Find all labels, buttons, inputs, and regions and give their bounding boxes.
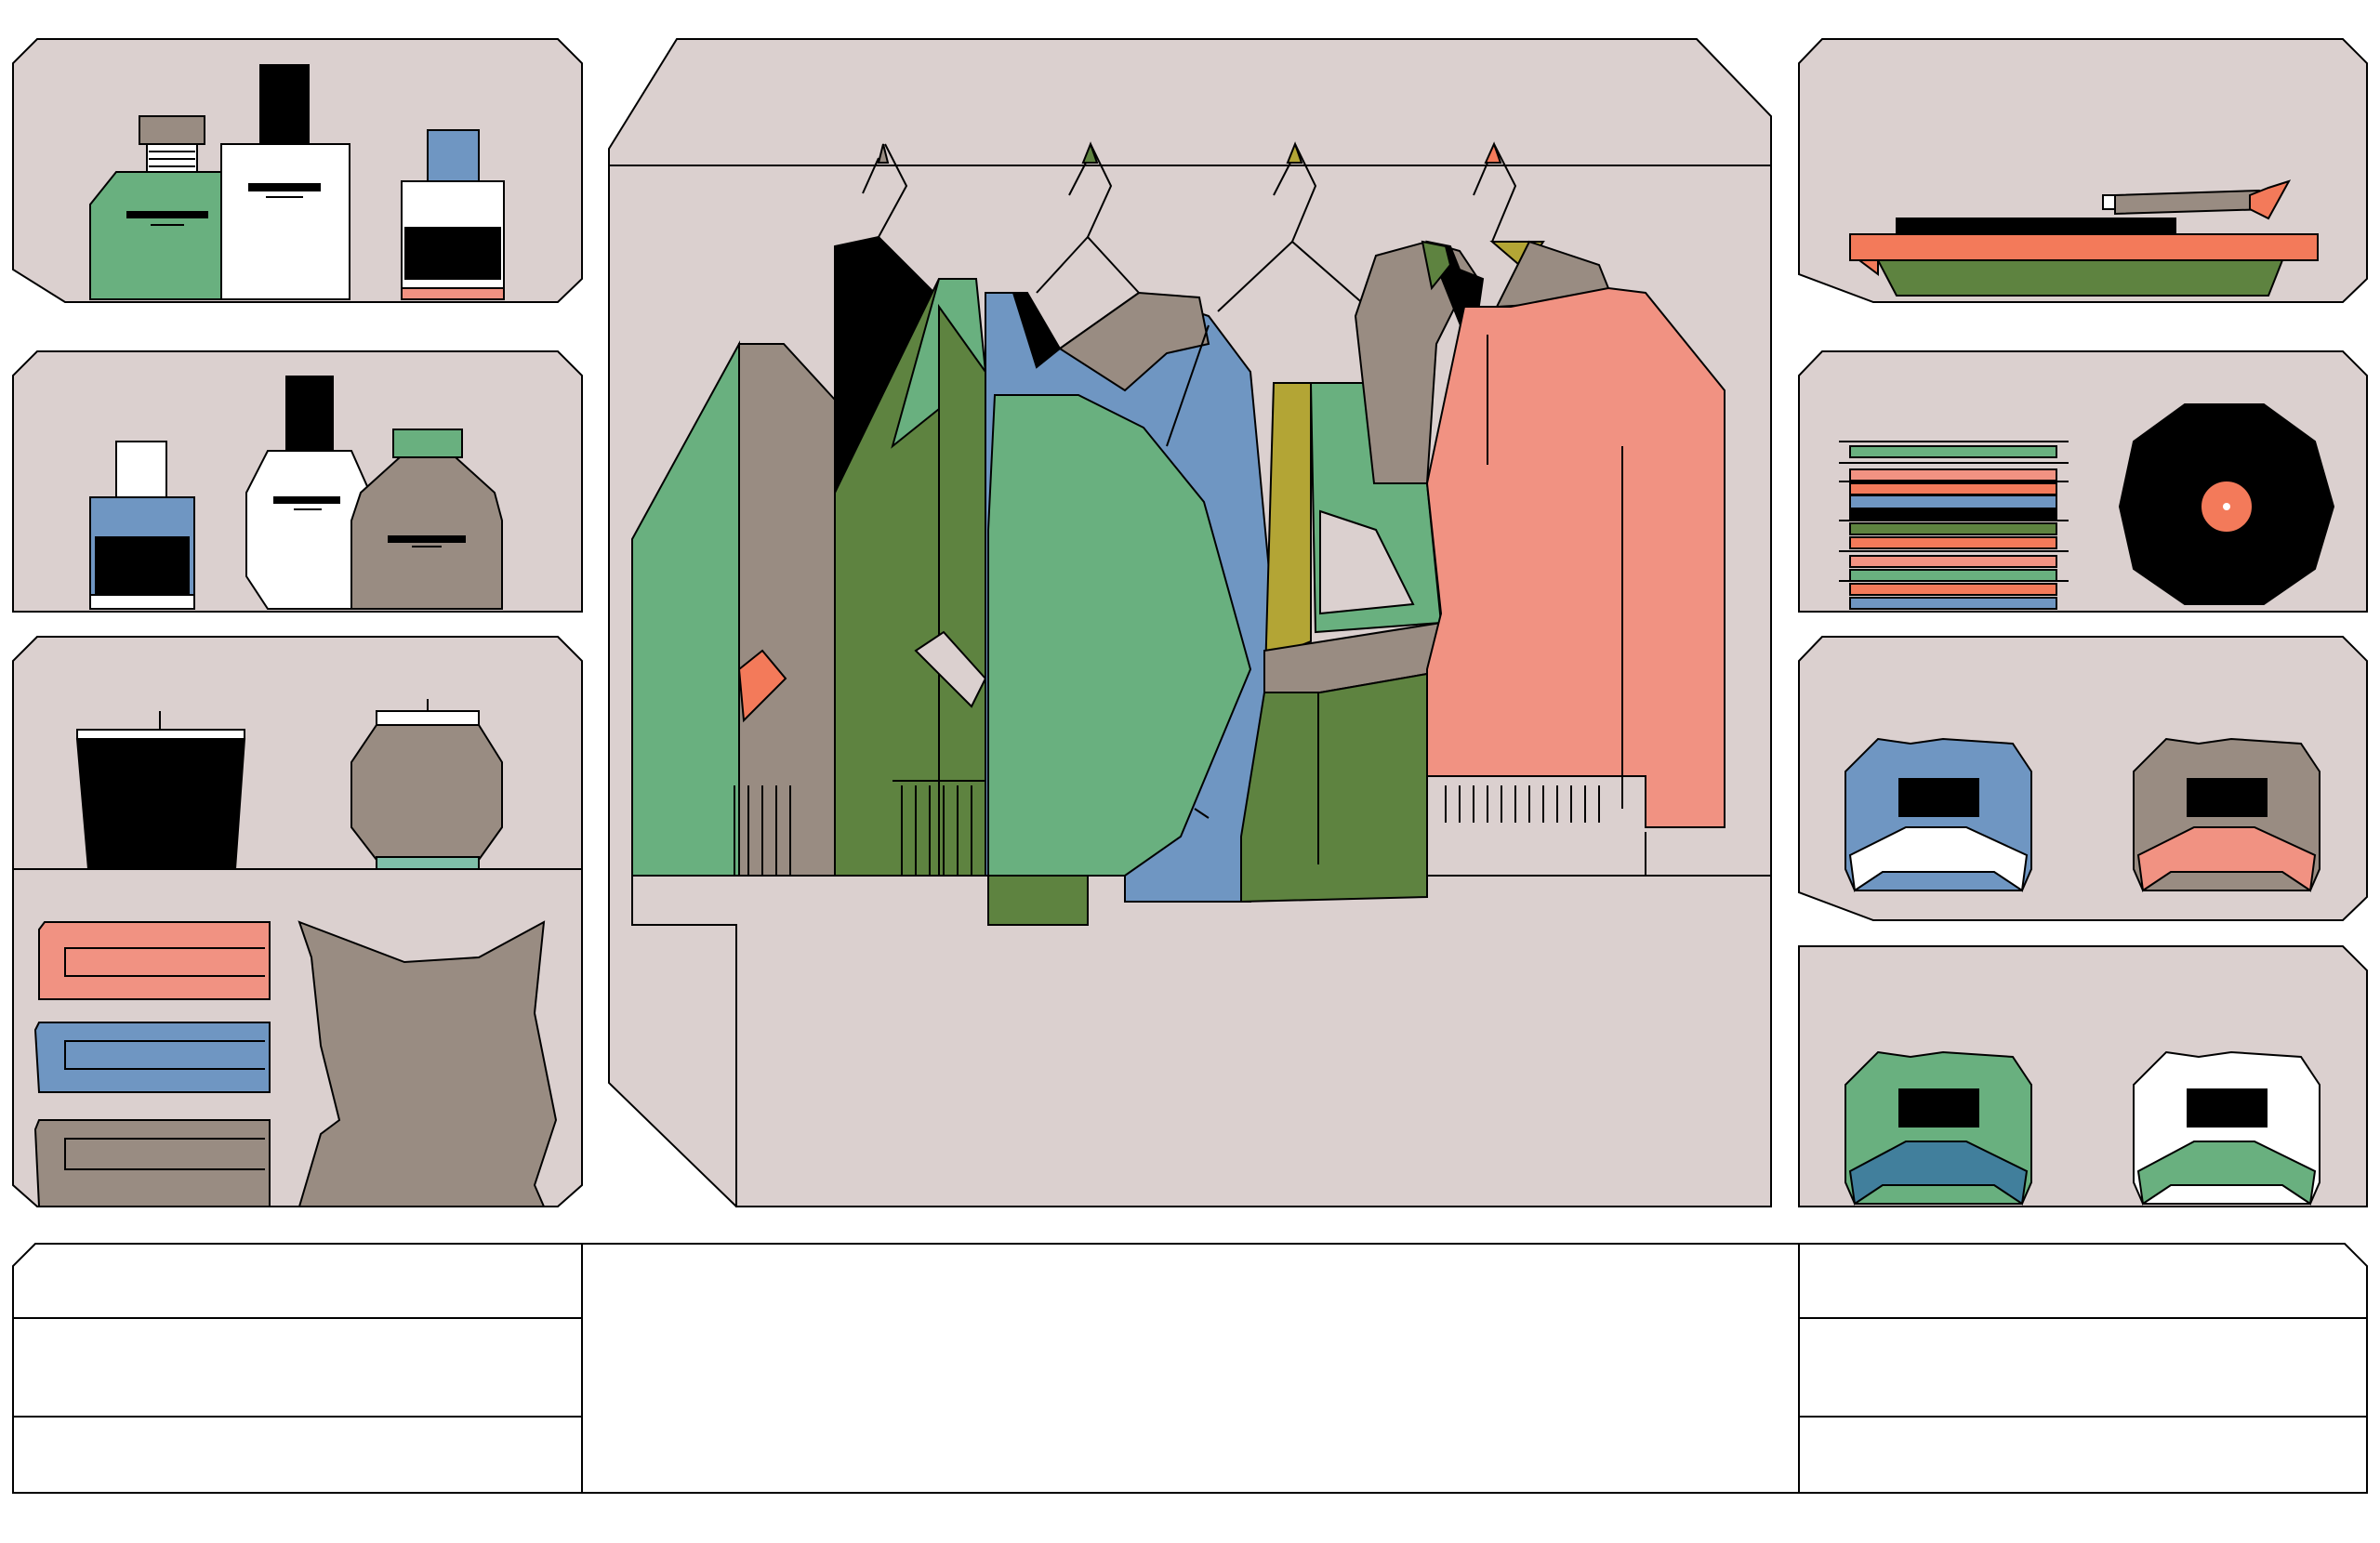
bottom-right-row-1[interactable] — [1801, 1246, 2365, 1318]
bottom-left-row-1[interactable] — [15, 1246, 580, 1318]
record-stack-icon[interactable] — [1839, 441, 2069, 610]
hanger-icon[interactable] — [1217, 141, 1368, 312]
white-perfume-bottle-icon[interactable] — [220, 64, 350, 300]
folded-towels-icon[interactable] — [33, 921, 271, 1207]
blue-cap-perfume-bottle-icon[interactable] — [401, 129, 505, 300]
record-player-icon[interactable] — [1849, 179, 2319, 297]
cushion-icon[interactable] — [298, 920, 558, 1207]
white-tall-bottle-icon[interactable] — [245, 376, 371, 610]
bottom-left-rows — [13, 1246, 582, 1491]
vinyl-record-icon[interactable] — [2118, 403, 2335, 605]
cap-icon[interactable] — [2133, 737, 2320, 892]
left-middle-shelf[interactable] — [12, 350, 583, 613]
right-middle-shelf[interactable] — [1798, 350, 2368, 613]
wardrobe-panel[interactable] — [608, 38, 1772, 1207]
bottom-center-area[interactable] — [584, 1246, 1797, 1491]
right-top-shelf[interactable] — [1798, 38, 2368, 303]
blue-label-bottle-icon[interactable] — [89, 441, 195, 610]
wardrobe-floor — [631, 875, 1772, 1207]
right-cap-shelf-1[interactable] — [1798, 636, 2368, 921]
taupe-candle-jar-icon[interactable] — [350, 699, 503, 870]
left-bottom-shelf[interactable] — [12, 868, 583, 1207]
bottom-bar-frame — [12, 1243, 2368, 1494]
bottom-right-row-2[interactable] — [1801, 1320, 2365, 1417]
bottom-right-row-3[interactable] — [1801, 1418, 2365, 1491]
hanger-icon[interactable] — [1473, 141, 1517, 243]
coat-icon[interactable] — [1354, 240, 1726, 828]
black-candle-icon[interactable] — [75, 711, 246, 870]
bottom-left-row-3[interactable] — [15, 1418, 580, 1491]
cap-icon[interactable] — [2133, 1050, 2320, 1206]
left-lower-shelf[interactable] — [12, 636, 583, 870]
right-cap-shelf-2[interactable] — [1798, 945, 2368, 1207]
coat-icon[interactable] — [631, 340, 836, 877]
left-top-shelf[interactable] — [12, 38, 583, 303]
bottom-right-rows — [1799, 1246, 2367, 1491]
hanger-icon[interactable] — [862, 143, 908, 238]
bottom-left-row-2[interactable] — [15, 1320, 580, 1417]
cap-icon[interactable] — [1844, 1050, 2032, 1206]
taupe-round-bottle-icon[interactable] — [350, 429, 503, 610]
cap-icon[interactable] — [1844, 737, 2032, 892]
green-perfume-bottle-icon[interactable] — [89, 115, 247, 300]
coat-icon[interactable] — [987, 394, 1252, 926]
hanger-icon[interactable] — [1036, 141, 1140, 294]
bottom-bar — [12, 1243, 2368, 1494]
